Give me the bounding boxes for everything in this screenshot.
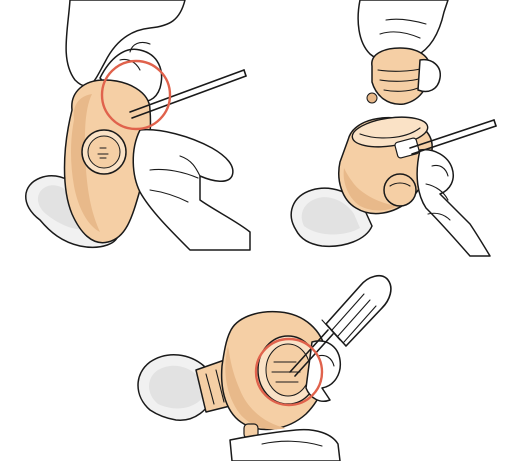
step-2b-panel: [291, 113, 496, 256]
step-3-panel: [138, 276, 391, 461]
step-1-panel: [26, 0, 250, 250]
hand-holding-2: [417, 150, 490, 256]
step-2a-panel: [358, 0, 448, 104]
volume-wheel: [384, 174, 416, 206]
